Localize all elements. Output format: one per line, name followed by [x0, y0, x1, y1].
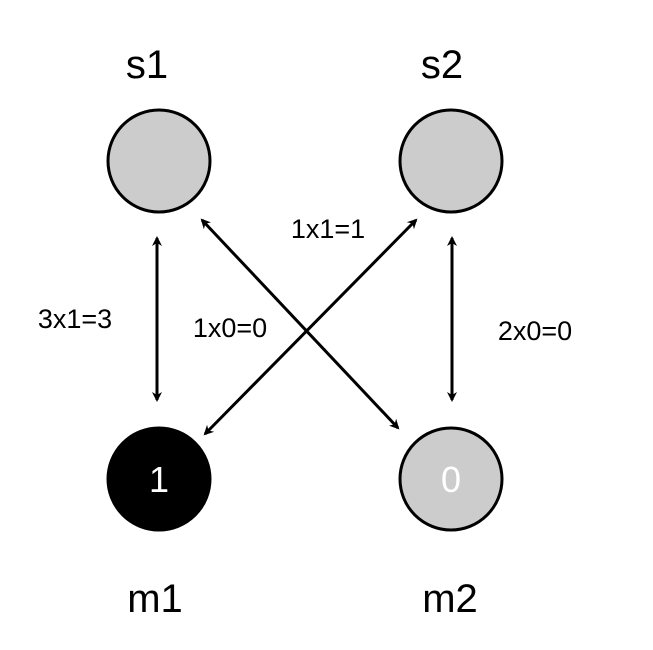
- node-label-m2: m2: [422, 577, 478, 621]
- node-label-s1: s1: [126, 43, 168, 87]
- edge-label-s2-m2: 2x0=0: [498, 316, 572, 346]
- node-s2: [398, 108, 504, 214]
- node-value-m1: 1: [149, 459, 169, 500]
- edge-label-s1-m1: 3x1=3: [38, 304, 112, 334]
- edge-label-s2-m1: 1x1=1: [291, 214, 365, 244]
- node-label-s2: s2: [421, 43, 463, 87]
- node-m1: [106, 426, 212, 532]
- node-m2: [398, 426, 504, 532]
- edge-s2-m1: [203, 218, 418, 436]
- node-s1: [106, 108, 212, 214]
- edge-label-s1-m2: 1x0=0: [193, 313, 267, 343]
- node-label-m1: m1: [127, 577, 183, 621]
- node-value-m2: 0: [441, 459, 461, 500]
